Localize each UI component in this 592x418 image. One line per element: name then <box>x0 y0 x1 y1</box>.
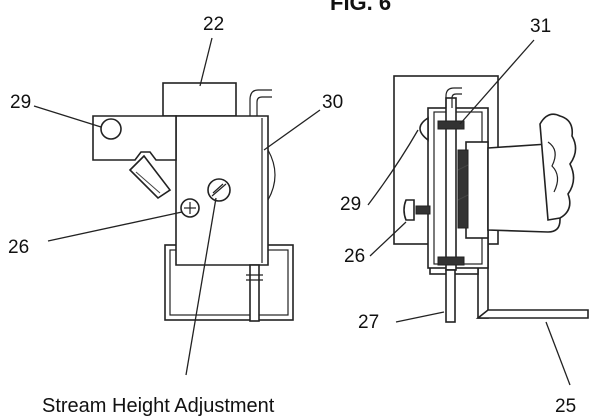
top-tube <box>249 89 272 116</box>
knob-head <box>403 199 415 221</box>
leader-25 <box>545 321 571 386</box>
slotted-adjustment-screw-icon <box>207 178 231 202</box>
stream-height-caption: Stream Height Adjustment <box>42 395 275 417</box>
phillips-screw-icon <box>180 198 200 218</box>
right-top-tube <box>445 87 462 108</box>
right-bottom-shaft <box>445 269 456 323</box>
label-22: 22 <box>203 14 224 35</box>
leader-30 <box>263 109 321 151</box>
label-29-right: 29 <box>340 194 361 215</box>
knob-stem <box>415 205 431 215</box>
right-view-assembly <box>393 75 589 323</box>
label-26-right: 26 <box>344 246 365 267</box>
gear-disc-hatch-1 <box>457 164 469 171</box>
leader-stream-height <box>185 197 217 376</box>
label-30: 30 <box>322 92 343 113</box>
shaft-collar-top <box>437 120 465 130</box>
label-25: 25 <box>555 396 576 417</box>
frame-bump <box>419 116 429 142</box>
leader-27 <box>395 311 445 323</box>
leader-31 <box>459 39 535 125</box>
gear-housing <box>465 141 489 239</box>
leader-26-right <box>369 221 407 257</box>
bottom-shaft <box>249 264 260 322</box>
right-top-tube-inner <box>451 93 462 108</box>
base-foot <box>475 309 589 319</box>
angled-tab-hatch <box>135 171 161 194</box>
gear-disc <box>457 149 469 229</box>
left-view-assembly <box>92 82 294 322</box>
leader-22 <box>199 37 213 87</box>
leader-29-right <box>367 129 419 206</box>
leader-29-left <box>33 105 102 128</box>
top-block <box>162 82 237 117</box>
label-29-left: 29 <box>10 92 31 113</box>
bracket-hole <box>100 118 122 140</box>
leader-26-left <box>47 211 183 242</box>
shaft-collar-bottom <box>437 256 465 266</box>
figure-title: FIG. 6 <box>330 0 391 15</box>
gear-disc-hatch-2 <box>457 194 469 201</box>
angled-tab <box>128 154 172 200</box>
label-26-left: 26 <box>8 237 29 258</box>
label-31: 31 <box>530 16 551 37</box>
top-tube-inner <box>256 96 272 116</box>
motor-coil-fold <box>547 141 559 193</box>
label-27: 27 <box>358 312 379 333</box>
motor-coil <box>539 113 577 221</box>
housing-bulge <box>267 149 276 201</box>
